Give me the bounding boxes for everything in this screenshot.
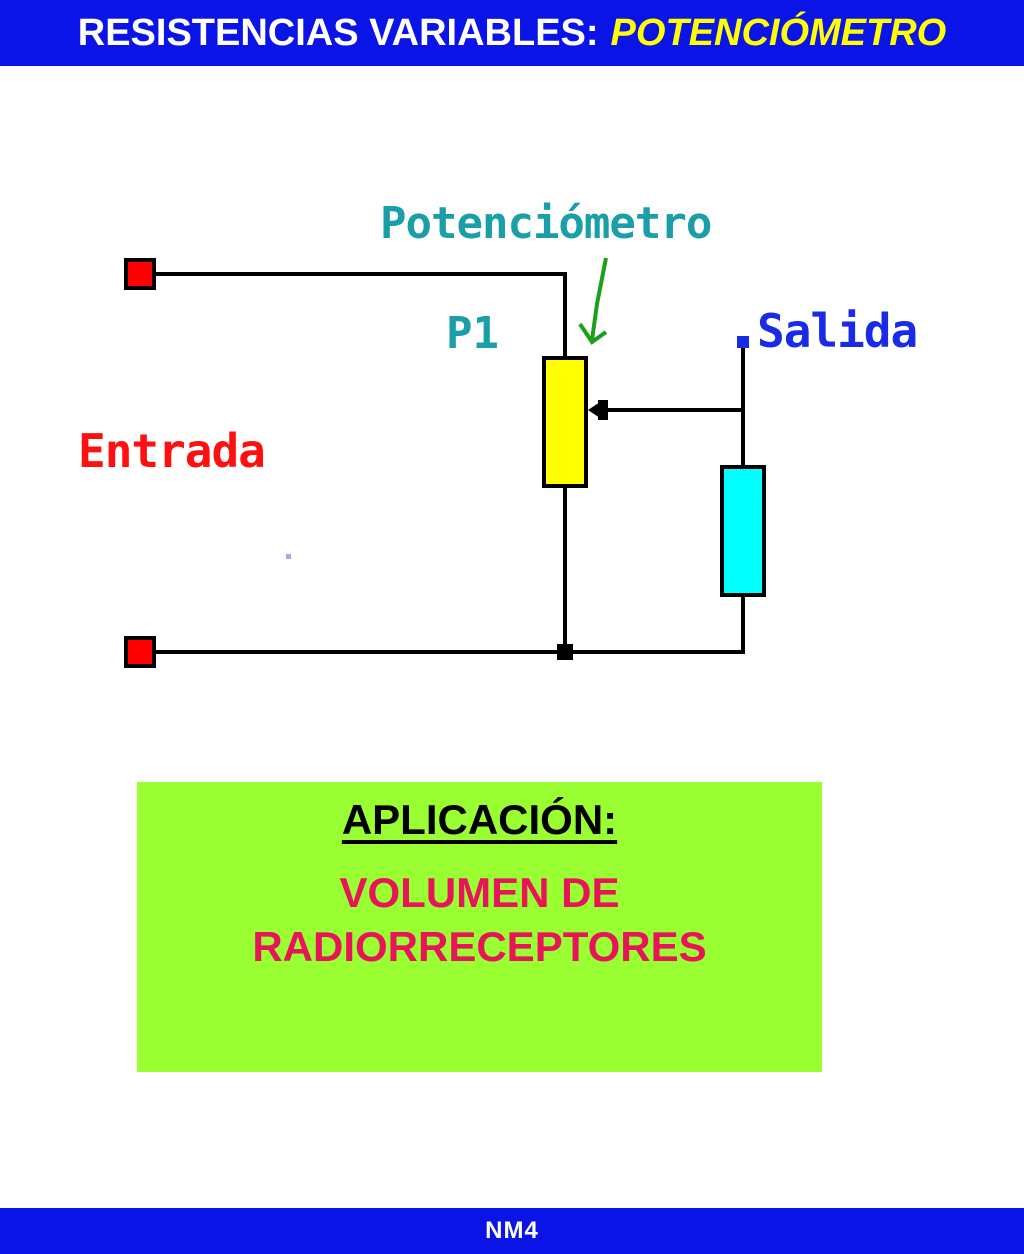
footer-label: NM4 [485,1217,539,1244]
wiper-arrow-icon [588,402,600,418]
application-box: APLICACIÓN: VOLUMEN DE RADIORRECEPTORES [137,782,822,1072]
input-label: Entrada [78,424,266,478]
application-title: APLICACIÓN: [341,796,618,843]
slide-title: RESISTENCIAS VARIABLES: [77,11,599,54]
wire-top [140,272,567,358]
potentiometer-circuit-diagram [124,257,766,668]
p1-label: P1 [446,308,499,359]
slide-footer: NM4 [0,1208,1024,1254]
wiper-contact [598,400,608,420]
application-line-1: VOLUMEN DE [339,869,620,916]
slide-title-accent: POTENCIÓMETRO [610,11,947,54]
potentiometer-label: Potenciómetro [380,198,712,249]
output-label: Salida [757,304,918,358]
wires [140,272,745,654]
junction-node [557,644,573,660]
wire-bottom [140,595,745,654]
application-description: VOLUMEN DE RADIORRECEPTORES [137,866,822,974]
output-terminal-dot [737,336,749,348]
pointer-arrow-icon [578,257,608,345]
input-terminal-bottom [124,636,156,668]
slide-header: RESISTENCIAS VARIABLES: POTENCIÓMETRO [0,0,1024,66]
input-terminal-top [124,258,156,290]
potentiometer-body [542,356,588,488]
application-line-2: RADIORRECEPTORES [252,923,707,970]
load-resistor [720,465,766,597]
stray-dot [286,554,291,559]
